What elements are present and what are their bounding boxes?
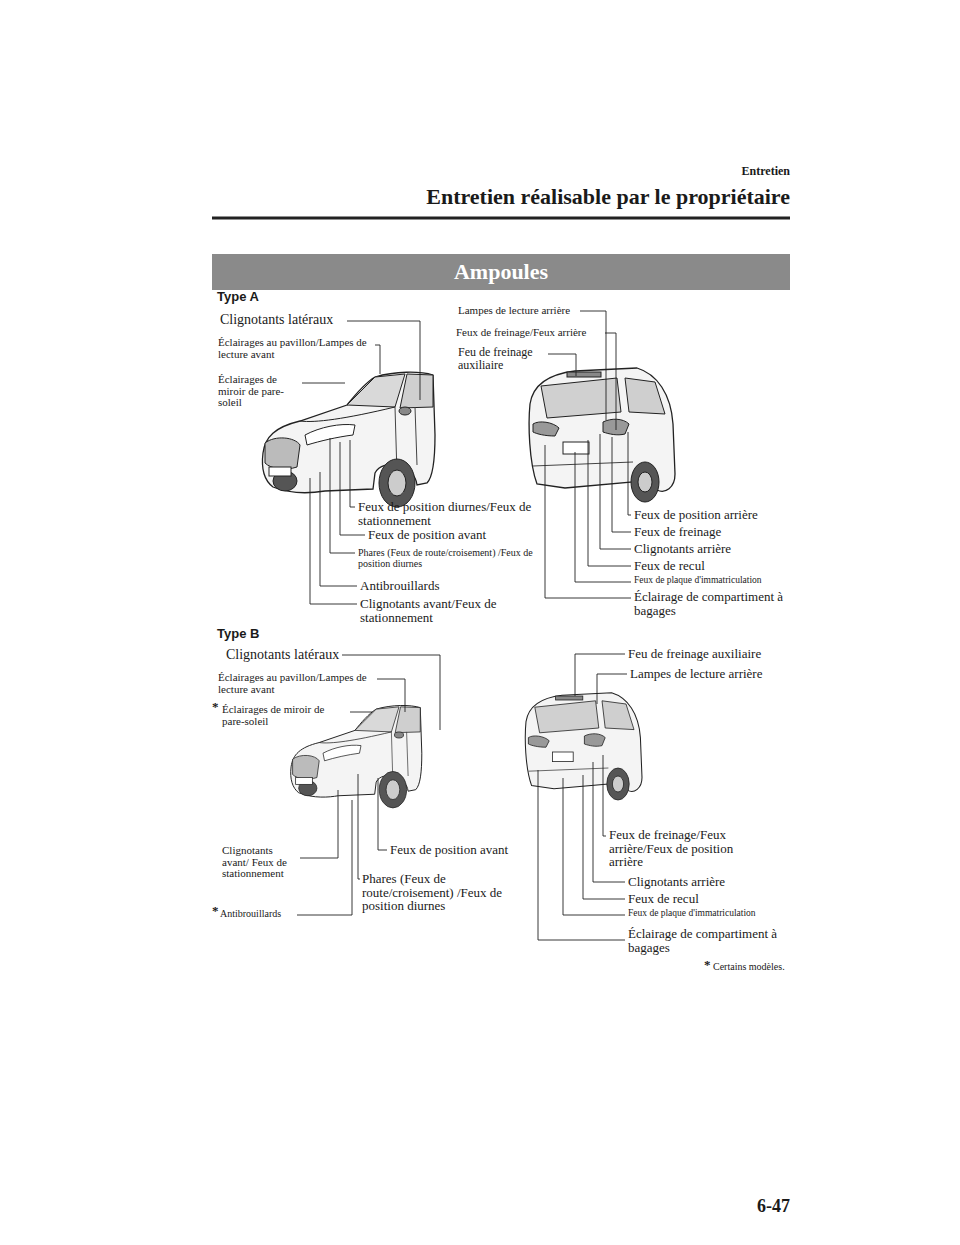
part-name: Feu de freinage auxiliaire — [458, 346, 546, 371]
part-name: Clignotants arrière — [628, 875, 725, 889]
leader-line — [588, 440, 631, 566]
leader-line — [612, 437, 631, 532]
leader-line — [603, 755, 606, 836]
part-name: Clignotants avant/Feux de stationnement — [360, 597, 510, 624]
part-name: Éclairages au pavillon/Lampes de lecture… — [218, 337, 373, 360]
part-name: Antibrouillards — [360, 579, 439, 593]
leader-line — [575, 452, 631, 582]
page-number: 6-47 — [757, 1197, 790, 1216]
part-name: Antibrouillards — [220, 909, 281, 920]
leader-line — [342, 655, 440, 730]
leader-line — [330, 438, 355, 553]
part-name: Phares (Feux de route/croisement) /Feux … — [358, 548, 533, 569]
type-label: Type A — [217, 290, 259, 304]
part-name: Lampes de lecture arrière — [458, 305, 570, 317]
leader-line — [375, 345, 380, 374]
part-name: Éclairages au pavillon/Lampes de lecture… — [218, 672, 378, 695]
leader-line — [575, 654, 625, 696]
leader-line — [297, 800, 352, 915]
part-name: Feux de plaque d'immatriculation — [628, 909, 756, 919]
part-name: Éclairage de compartiment à bagages — [634, 590, 794, 617]
part-name: Feux de recul — [634, 559, 705, 573]
header-rule — [212, 217, 790, 220]
part-name: Lampes de lecture arrière — [630, 667, 762, 681]
part-name: Feux de position arrière — [634, 508, 758, 522]
leader-line — [350, 712, 372, 713]
section-band: Ampoules — [212, 254, 790, 290]
leader-line — [378, 778, 387, 850]
leader-line — [545, 445, 631, 598]
part-name: Feux de recul — [628, 892, 699, 906]
part-name: Feu de freinage auxiliaire — [628, 647, 761, 661]
type-label: Type B — [217, 627, 259, 641]
leader-line — [350, 440, 355, 507]
part-name: Éclairages de miroir de pare-soleil — [222, 704, 347, 727]
leader-line — [302, 383, 345, 384]
leader-line — [320, 472, 357, 586]
part-name: Feux de position avant — [368, 528, 486, 542]
part-name: Phares (Feux de route/croisement) /Feux … — [362, 872, 522, 913]
leader-line — [605, 333, 616, 430]
footnote-mark: * — [212, 700, 219, 714]
part-name: Éclairages de miroir de pare-soleil — [218, 374, 303, 409]
page-title: Entretien réalisable par le propriétaire — [426, 185, 790, 208]
part-name: Clignotants latéraux — [226, 648, 339, 663]
part-name: Certains modèles. — [713, 962, 785, 973]
leader-line — [310, 478, 357, 604]
part-name: Feux de freinage/Feux arrière — [456, 327, 586, 339]
part-name: Clignotants latéraux — [220, 313, 333, 328]
leader-line — [300, 790, 338, 858]
part-name: Feux de freinage — [634, 525, 721, 539]
header-section: Entretien — [742, 165, 790, 178]
leader-line — [377, 679, 405, 712]
part-name: Feux de position diurnes/Feux de station… — [358, 500, 538, 527]
part-name: Clignotants avant/ Feux de stationnement — [222, 845, 302, 880]
leader-line — [347, 321, 420, 400]
part-name: Feux de position avant — [390, 843, 508, 857]
leader-line — [597, 674, 627, 704]
part-name: Feux de plaque d'immatriculation — [634, 576, 762, 586]
section-heading: Ampoules — [446, 256, 556, 288]
leader-line — [628, 432, 631, 515]
footnote-mark: * — [704, 958, 711, 972]
footnote-mark: * — [212, 904, 219, 918]
part-name: Éclairage de compartiment à bagages — [628, 927, 788, 954]
leader-line — [548, 354, 576, 376]
part-name: Clignotants arrière — [634, 542, 731, 556]
part-name: Feux de freinage/Feux arrière/Feux de po… — [609, 828, 759, 869]
leader-line — [600, 434, 631, 549]
leader-line — [358, 774, 360, 879]
